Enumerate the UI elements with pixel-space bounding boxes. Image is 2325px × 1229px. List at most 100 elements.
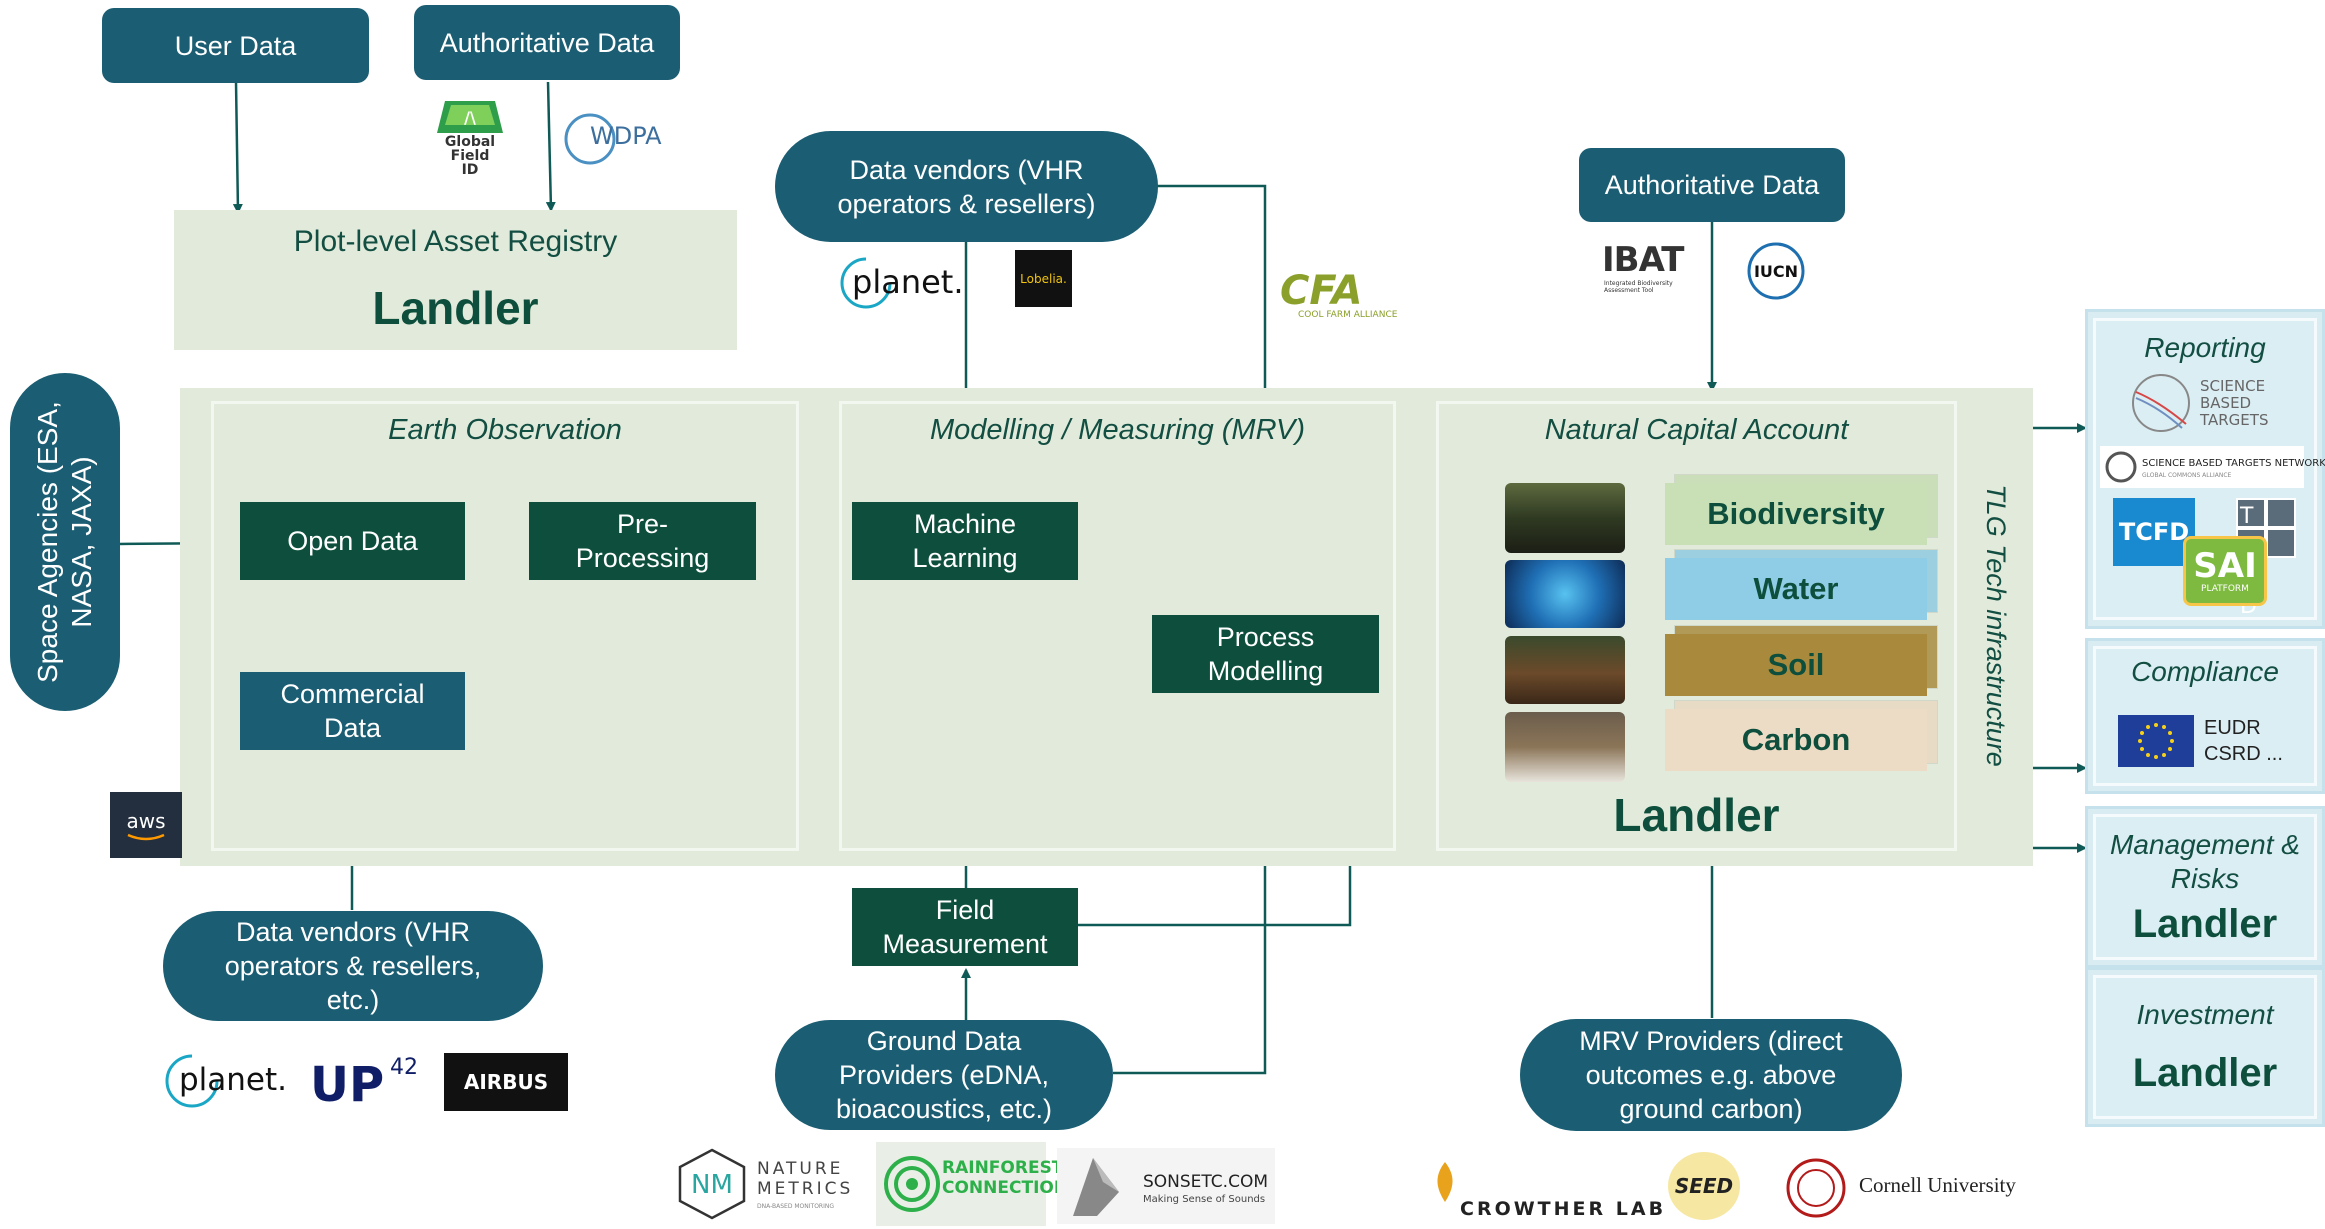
global-field-id-logo: /\ Global Field ID	[425, 98, 515, 178]
svg-text:NM: NM	[691, 1170, 733, 1200]
planet-logo-top: planet.	[838, 255, 964, 311]
investment-title: Investment	[2136, 998, 2274, 1030]
space-agencies-pill: Space Agencies (ESA, NASA, JAXA)	[10, 373, 120, 711]
up42-sup-text: 42	[390, 1055, 418, 1080]
carbon-photo	[1505, 712, 1625, 782]
process-modelling-node: Process Modelling	[1152, 615, 1379, 693]
field-measurement-node: Field Measurement	[852, 888, 1078, 966]
crowther-text: CROWTHER LAB	[1460, 1198, 1667, 1220]
crowther-lab-logo: CROWTHER LAB	[1430, 1160, 1663, 1224]
arrow-user-data-to-registry	[232, 81, 243, 214]
authoritative-data-left-box: Authoritative Data	[414, 5, 680, 80]
sbtn-icon	[2105, 451, 2137, 483]
iucn-text: IUCN	[1753, 261, 1799, 281]
field-measurement-label: Field Measurement	[882, 895, 1048, 959]
modelling-title: Modelling / Measuring (MRV)	[930, 413, 1305, 446]
natural-capital-item-label: Soil	[1767, 647, 1825, 682]
mrv-providers-label: MRV Providers (direct outcomes e.g. abov…	[1579, 1026, 1843, 1124]
tech-infra-label: TLG Tech infrastructure	[1980, 483, 2011, 767]
ibat-logo: IBAT Integrated Biodiversity Assessment …	[1600, 240, 1695, 300]
natural-capital-item-carbon: Carbon	[1665, 709, 1927, 771]
airbus-text: AIRBUS	[463, 1070, 549, 1094]
eu-flag-icon	[2118, 715, 2194, 767]
sbtn-logo: SCIENCE BASED TARGETS NETWORK GLOBAL COM…	[2100, 446, 2325, 488]
rainforest-leaf-icon	[884, 1156, 940, 1212]
natural-capital-item-label: Carbon	[1741, 722, 1851, 757]
sbt-logo: SCIENCE BASED TARGETS	[2130, 372, 2310, 440]
earth-observation-title: Earth Observation	[388, 413, 622, 446]
planet-logo-bottom: planet.	[163, 1052, 287, 1110]
iucn-logo: IUCN	[1745, 240, 1807, 302]
sai-sub-text: PLATFORM	[2201, 584, 2249, 594]
management-title: Management & Risks	[2110, 828, 2300, 894]
rainforest-text: RAINFOREST CONNECTION	[942, 1158, 1069, 1198]
sonsetc-icon	[1073, 1158, 1119, 1216]
ground-data-label: Ground Data Providers (eDNA, bioacoustic…	[835, 1026, 1053, 1124]
planet-top-text: planet.	[852, 263, 964, 301]
sai-logo: SAI PLATFORM	[2183, 536, 2267, 606]
data-vendors-bottom-pill: Data vendors (VHR operators & resellers,…	[163, 911, 543, 1021]
sbtn-sub-text: GLOBAL COMMONS ALLIANCE	[2142, 472, 2232, 479]
sonsetc-sub-text: Making Sense of Sounds	[1143, 1194, 1266, 1205]
sai-text: SAI	[2193, 546, 2257, 586]
natural-capital-section	[1436, 401, 1957, 851]
cornell-logo: Cornell University	[1785, 1155, 2025, 1221]
airbus-logo: AIRBUS	[444, 1053, 568, 1111]
investment-brand: Landler	[2132, 1050, 2278, 1095]
sbt-text: SCIENCE BASED TARGETS	[2200, 377, 2269, 429]
modelling-section	[839, 401, 1396, 851]
authoritative-data-right-label: Authoritative Data	[1604, 170, 1820, 200]
biodiversity-photo	[1505, 483, 1625, 553]
soil-photo	[1505, 636, 1625, 704]
nature-metrics-logo: NM NATURE METRICS DNA-BASED MONITORING	[675, 1145, 860, 1223]
wdpa-logo: WDPA	[560, 104, 670, 174]
planet-ring-icon	[840, 257, 892, 309]
tcfd-logo: TCFD	[2113, 498, 2195, 566]
tech-infra-label-wrap: TLG Tech infrastructure	[1960, 390, 2030, 860]
compliance-items: EUDR CSRD ...	[2204, 717, 2283, 765]
sbtn-text: SCIENCE BASED TARGETS NETWORK	[2142, 458, 2325, 469]
cfa-logo: CFA COOL FARM ALLIANCE	[1280, 268, 1410, 328]
iucn-icon	[1747, 242, 1805, 300]
ibat-sub-text: Integrated Biodiversity Assessment Tool	[1604, 280, 1673, 294]
earth-observation-section	[211, 401, 799, 851]
rainforest-connection-logo: RAINFOREST CONNECTION	[876, 1142, 1069, 1226]
seed-text: SEED	[1674, 1174, 1734, 1198]
data-vendors-top-pill: Data vendors (VHR operators & resellers)	[775, 131, 1158, 242]
authoritative-data-right-box: Authoritative Data	[1579, 148, 1845, 222]
open-data-node: Open Data	[240, 502, 465, 580]
ibat-text: IBAT	[1602, 240, 1684, 280]
pre-processing-node: Pre-Processing	[529, 502, 756, 580]
planet-bottom-text: planet.	[179, 1062, 288, 1098]
sonsetc-text: SONSETC.COM	[1143, 1172, 1269, 1192]
sbt-icon	[2132, 374, 2190, 432]
commercial-data-label: Commercial Data	[280, 679, 425, 743]
up42-logo: UP 42	[310, 1055, 420, 1113]
nature-metrics-text: NATURE METRICS	[757, 1159, 854, 1199]
seed-logo: SEED	[1665, 1148, 1743, 1224]
ground-data-pill: Ground Data Providers (eDNA, bioacoustic…	[775, 1020, 1113, 1130]
aws-logo: aws	[110, 792, 182, 858]
planet-bottom-ring-icon	[165, 1054, 219, 1108]
seed-icon	[1668, 1152, 1740, 1220]
nature-metrics-hex-icon: NM	[678, 1148, 746, 1220]
management-brand: Landler	[2132, 901, 2278, 946]
svg-text:/\: /\	[464, 108, 476, 127]
global-field-id-icon: /\	[437, 101, 503, 133]
commercial-data-node: Commercial Data	[240, 672, 465, 750]
natural-capital-item-label: Biodiversity	[1707, 496, 1885, 531]
arrow-auth-data-to-registry	[545, 81, 556, 212]
data-vendors-top-label: Data vendors (VHR operators & resellers)	[837, 154, 1096, 219]
aws-text: aws	[126, 809, 166, 833]
user-data-label: User Data	[174, 30, 297, 61]
eu-stars-icon	[2138, 723, 2174, 759]
investment-inner: Investment Landler	[2093, 975, 2317, 1119]
natural-capital-item-soil: Soil	[1665, 634, 1927, 696]
cfa-sub-text: COOL FARM ALLIANCE	[1298, 310, 1398, 320]
cornell-seal-icon	[1786, 1158, 1846, 1218]
natural-capital-brand: Landler	[1613, 789, 1780, 841]
nature-metrics-sub-text: DNA-BASED MONITORING	[757, 1203, 835, 1210]
sonsetc-logo: SONSETC.COM Making Sense of Sounds	[1057, 1148, 1275, 1224]
aws-smile-icon	[127, 833, 165, 841]
asset-registry-panel: Plot-level Asset Registry Landler	[174, 210, 737, 350]
